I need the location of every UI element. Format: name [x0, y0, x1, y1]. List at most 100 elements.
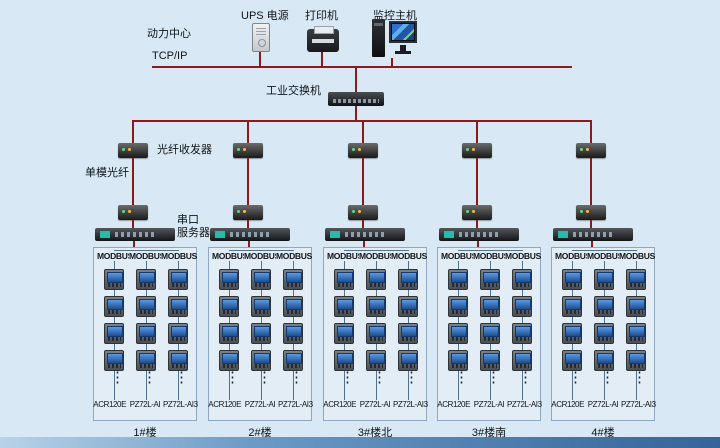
meter-icon [626, 323, 646, 344]
bus-label: MODBUS [555, 251, 591, 261]
meter-icon [626, 296, 646, 317]
serial-server-icon [210, 228, 290, 241]
meter-icon [366, 296, 386, 317]
meter-icon [283, 323, 303, 344]
building-label: 3#楼北 [357, 427, 393, 439]
meter-icon [480, 296, 500, 317]
ellipsis-icon: ⋮ [632, 369, 647, 386]
meter-model-label: PZ72L-AI [473, 400, 505, 409]
bus-label: MODBUS [129, 251, 165, 261]
meter-icon [219, 269, 239, 290]
bus-label: MODBUS [359, 251, 395, 261]
industrial-switch-icon [328, 92, 384, 106]
meter-icon [562, 350, 582, 371]
serial-server-icon [95, 228, 175, 241]
meter-icon [366, 350, 386, 371]
fiber-transceiver-icon [576, 143, 606, 158]
meter-icon [168, 296, 188, 317]
connection-line [247, 220, 249, 228]
bus-label: MODBUS [391, 251, 427, 261]
pc-tower-icon [372, 19, 385, 57]
monitor-icon [389, 21, 417, 43]
building-label: 4#楼 [591, 427, 615, 439]
meter-icon [480, 269, 500, 290]
fiber-line [247, 158, 249, 205]
printer-icon [307, 26, 339, 52]
meter-icon [366, 269, 386, 290]
connection-line [355, 106, 357, 120]
meter-model-label: ACR120E [208, 400, 242, 409]
meter-model-label: PZ72L-AI3 [277, 400, 313, 409]
meter-model-label: PZ72L-AI [359, 400, 391, 409]
ellipsis-icon: ⋮ [454, 369, 469, 386]
bus-label: MODBUS [212, 251, 248, 261]
ellipsis-icon: ⋮ [372, 369, 387, 386]
fiber-transceiver-icon [118, 143, 148, 158]
bus-label: MODBUS [473, 251, 509, 261]
fiber-transceiver-icon [233, 143, 263, 158]
connection-line [133, 241, 135, 247]
meter-model-label: ACR120E [551, 400, 585, 409]
monitor-screen [392, 24, 414, 40]
meter-icon [398, 296, 418, 317]
ellipsis-icon: ⋮ [142, 369, 157, 386]
fiber-transceiver-icon [462, 143, 492, 158]
serial-server-icon [439, 228, 519, 241]
ellipsis-icon: ⋮ [404, 369, 419, 386]
meter-icon [448, 296, 468, 317]
monitor-base [395, 51, 411, 54]
meter-icon [398, 323, 418, 344]
fiber-transceiver-icon [348, 143, 378, 158]
meter-icon [136, 269, 156, 290]
meter-model-label: PZ72L-AI3 [506, 400, 542, 409]
meter-icon [562, 296, 582, 317]
ellipsis-icon: ⋮ [600, 369, 615, 386]
meter-icon [448, 269, 468, 290]
meter-icon [562, 269, 582, 290]
meter-icon [219, 296, 239, 317]
ellipsis-icon: ⋮ [110, 369, 125, 386]
printer-label: 打印机 [305, 10, 338, 22]
bus-label: MODBUS [327, 251, 363, 261]
bus-label: MODBUS [97, 251, 133, 261]
connection-line [248, 241, 250, 247]
ellipsis-icon: ⋮ [568, 369, 583, 386]
meter-icon [594, 350, 614, 371]
connection-line [363, 241, 365, 247]
serial-server-label-line1: 串口 [177, 214, 199, 226]
meter-icon [448, 323, 468, 344]
meter-icon [219, 350, 239, 371]
bus-label: MODBUS [441, 251, 477, 261]
connection-line [590, 220, 592, 228]
meter-icon [334, 296, 354, 317]
serial-server-label: 串口 服务器 [177, 214, 210, 240]
meter-icon [251, 296, 271, 317]
connection-line [321, 52, 323, 66]
bus-label: MODBUS [161, 251, 197, 261]
meter-icon [251, 350, 271, 371]
serial-server-icon [325, 228, 405, 241]
meter-icon [334, 269, 354, 290]
meter-icon [512, 269, 532, 290]
meter-icon [283, 350, 303, 371]
meter-model-label: PZ72L-AI [244, 400, 276, 409]
meter-icon [168, 323, 188, 344]
building-label: 1#楼 [133, 427, 157, 439]
meter-model-label: ACR120E [93, 400, 127, 409]
connection-line [132, 122, 134, 143]
ellipsis-icon: ⋮ [289, 369, 304, 386]
meter-model-label: PZ72L-AI [129, 400, 161, 409]
fiber-line [132, 158, 134, 205]
